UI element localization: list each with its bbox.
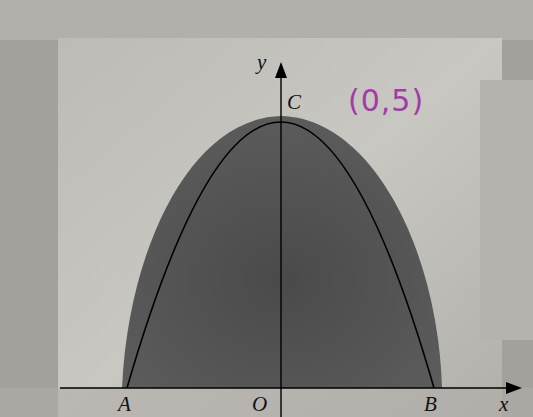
rock-top (0, 0, 533, 40)
axis-label: y (257, 52, 266, 73)
point-label: B (424, 394, 437, 415)
x-axis (60, 387, 512, 388)
y-axis (280, 72, 281, 417)
x-arrowhead (506, 382, 522, 394)
axis-label: x (499, 394, 508, 415)
y-arrowhead (275, 62, 287, 78)
point-label: C (287, 92, 301, 113)
point-label: A (118, 394, 131, 415)
point-label: O (252, 394, 267, 415)
portal-wall (58, 38, 502, 417)
tunnel-opening (122, 116, 442, 388)
side-wall (480, 80, 533, 340)
road-ground (0, 388, 533, 417)
coordinate-note: (0,5) (348, 86, 424, 116)
